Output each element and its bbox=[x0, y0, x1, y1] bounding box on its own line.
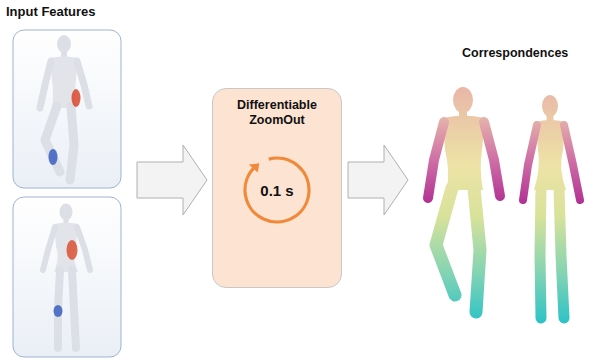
block-arrow bbox=[348, 145, 408, 215]
timing-value: 0.1 s bbox=[213, 181, 341, 201]
panel-heading: Correspondences bbox=[462, 46, 568, 60]
box-title: Differentiable ZoomOut bbox=[213, 89, 341, 128]
correspondence-female bbox=[523, 95, 580, 318]
male-shape bbox=[40, 35, 89, 180]
input-panel bbox=[13, 197, 121, 357]
process-box: Differentiable ZoomOut 0.1 s bbox=[212, 88, 342, 288]
block-arrow bbox=[137, 145, 207, 215]
correspondence-male bbox=[428, 87, 500, 312]
panel-heading: Input Features bbox=[6, 4, 96, 19]
input-panel bbox=[13, 30, 121, 188]
female-shape bbox=[43, 204, 90, 349]
loop-arrowhead bbox=[249, 163, 259, 172]
